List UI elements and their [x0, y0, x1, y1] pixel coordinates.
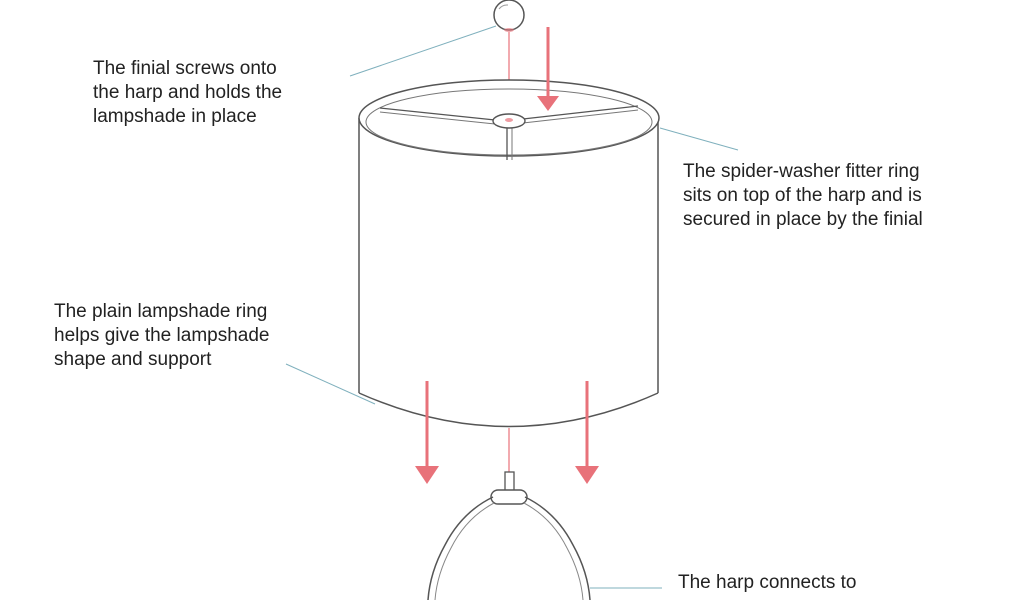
leader-line-spider-washer	[659, 127, 739, 151]
harp-annotation: The harp connects to	[678, 571, 857, 595]
spider-washer-annotation-line: sits on top of the harp and is	[683, 185, 922, 206]
leader-line-plain-ring	[285, 363, 376, 405]
finial-annotation-line: the harp and holds the	[93, 82, 283, 103]
leader-line-finial	[349, 25, 497, 77]
harp	[427, 471, 591, 600]
plain-ring-annotation-line: helps give the lampshade	[54, 325, 270, 346]
finial-annotation-line: lampshade in place	[93, 106, 257, 127]
finial-annotation-line: The finial screws onto	[93, 58, 277, 79]
spider-washer-annotation-line: The spider-washer fitter ring	[683, 161, 920, 182]
finial-annotation: The finial screws onto the harp and hold…	[93, 57, 282, 129]
lampshade-drum	[358, 79, 660, 428]
plain-ring-annotation-line: The plain lampshade ring	[54, 301, 268, 322]
plain-ring-annotation-line: shape and support	[54, 349, 212, 370]
spider-fitter	[379, 105, 639, 160]
arrow-finial-down	[537, 27, 559, 111]
arrow-shade-down-right	[575, 381, 599, 484]
spider-washer-annotation-line: secured in place by the finial	[683, 209, 923, 230]
plain-ring-annotation: The plain lampshade ring helps give the …	[54, 300, 269, 372]
arrow-shade-down-left	[415, 381, 439, 484]
spider-washer-annotation: The spider-washer fitter ring sits on to…	[683, 160, 923, 232]
finial	[493, 0, 525, 32]
harp-annotation-line: The harp connects to	[678, 572, 857, 593]
